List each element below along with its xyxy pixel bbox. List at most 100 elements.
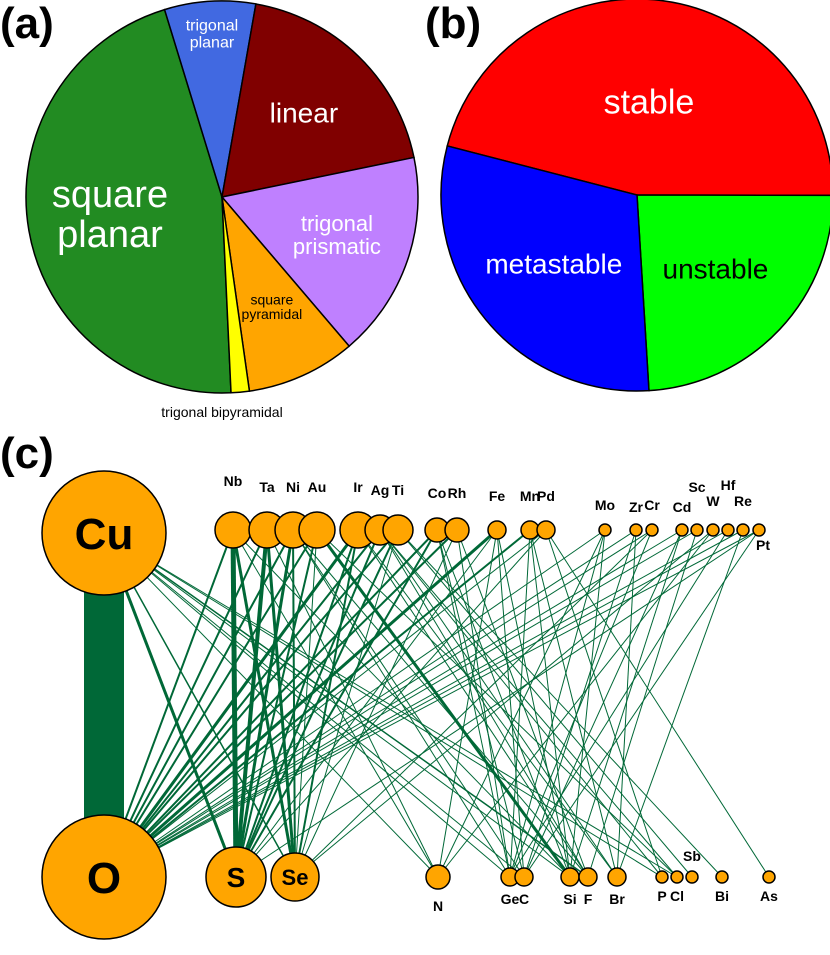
- node-label-pt: Pt: [756, 537, 770, 553]
- node-label-nb: Nb: [224, 473, 243, 489]
- node-ti: [382, 514, 414, 546]
- edge-mn-ge: [509, 529, 531, 878]
- node-label-o: O: [87, 854, 121, 903]
- edge-fe-si: [496, 529, 571, 878]
- node-label-ta: Ta: [259, 479, 275, 495]
- edge-rh-f: [456, 529, 589, 878]
- edge-ni-c: [292, 529, 525, 878]
- pie-slice-square-planar: [25, 8, 232, 394]
- edge-pd-p: [545, 529, 663, 878]
- edge-cd-si: [569, 529, 683, 878]
- node-p: [655, 870, 669, 884]
- edge-sc-o: [103, 529, 698, 878]
- edge-fe-n: [437, 529, 498, 878]
- edge-ti-se: [294, 529, 399, 878]
- node-re: [736, 523, 750, 537]
- node-label-mo: Mo: [595, 497, 615, 513]
- edge-pt-o: [103, 529, 760, 878]
- edge-rh-ge: [456, 529, 511, 878]
- node-label-br: Br: [609, 891, 625, 907]
- edge-pt-c: [523, 529, 760, 878]
- edge-nb-s: [230, 529, 239, 878]
- edge-w-n: [437, 529, 714, 878]
- node-au: [298, 511, 336, 549]
- node-sc: [690, 523, 704, 537]
- node-zr: [629, 523, 643, 537]
- edge-ir-se: [294, 529, 359, 878]
- pie-label-metastable: metastable: [485, 248, 622, 279]
- edge-cu-n: [103, 532, 439, 878]
- pie-label-linear: linear: [270, 97, 338, 128]
- edge-ag-s: [235, 529, 381, 878]
- node-label-au: Au: [308, 479, 327, 495]
- node-label-sb: Sb: [683, 848, 701, 864]
- edge-co-o: [103, 529, 438, 878]
- node-label-bi: Bi: [715, 888, 729, 904]
- node-label-rh: Rh: [448, 485, 467, 501]
- panel-label-a: (a): [0, 0, 54, 48]
- node-hf: [721, 523, 735, 537]
- node-label-cu: Cu: [75, 510, 134, 559]
- edge-ta-o: [103, 529, 268, 878]
- node-cr: [645, 523, 659, 537]
- edge-ag-o: [103, 529, 381, 878]
- edge-mo-o: [103, 529, 606, 878]
- node-label-pd: Pd: [537, 488, 555, 504]
- node-mo: [598, 523, 612, 537]
- pie-slice-stable: [446, 0, 830, 197]
- edge-pt-s: [235, 529, 760, 878]
- node-label-p: P: [657, 888, 666, 904]
- node-se: [270, 852, 320, 902]
- node-label-zr: Zr: [629, 499, 644, 515]
- node-label-co: Co: [428, 485, 447, 501]
- panel-label-b: (b): [425, 0, 481, 48]
- edge-co-c: [436, 529, 525, 878]
- edge-pd-as: [545, 529, 770, 878]
- pie-label-stable: stable: [604, 84, 695, 122]
- node-sb: [685, 870, 699, 884]
- node-label-si: Si: [563, 891, 576, 907]
- edge-hf-ge: [509, 529, 729, 878]
- edge-ti-o: [103, 529, 399, 878]
- node-as: [762, 870, 776, 884]
- panel-label-c: (c): [0, 429, 54, 478]
- edge-ni-se: [292, 529, 296, 878]
- edge-au-si: [315, 529, 572, 878]
- edge-ta-n: [266, 529, 439, 878]
- node-o: [41, 814, 167, 940]
- node-label-mn: Mn: [520, 488, 540, 504]
- edge-cu-p: [103, 532, 663, 878]
- edge-cr-o: [103, 529, 653, 878]
- node-label-sc: Sc: [688, 479, 705, 495]
- node-label-hf: Hf: [721, 477, 736, 493]
- node-pt: [752, 523, 766, 537]
- edge-ni-o: [103, 529, 294, 878]
- edge-mo-n: [437, 529, 606, 878]
- pie-label-trigonal-bipyramidal: trigonal bipyramidal: [161, 404, 282, 420]
- edge-fe-c: [496, 529, 525, 878]
- node-label-se: Se: [282, 865, 309, 890]
- node-pd: [536, 520, 556, 540]
- node-label-cl: Cl: [670, 888, 684, 904]
- edge-re-br: [616, 529, 744, 878]
- pie-slice-trigonal-prismatic: [220, 156, 419, 348]
- edge-zr-c: [523, 529, 637, 878]
- node-br: [607, 867, 627, 887]
- node-label-as: As: [760, 888, 778, 904]
- node-label-c: C: [519, 891, 529, 907]
- node-cu: [41, 470, 167, 596]
- edge-pd-s: [235, 529, 547, 878]
- edge-ni-f: [292, 529, 589, 878]
- edge-ni-s: [234, 529, 295, 878]
- node-si: [560, 867, 580, 887]
- node-c: [514, 867, 534, 887]
- edge-re-o: [103, 529, 744, 878]
- edge-hf-o: [103, 529, 729, 878]
- node-label-cr: Cr: [644, 497, 660, 513]
- network-edges: [84, 528, 770, 879]
